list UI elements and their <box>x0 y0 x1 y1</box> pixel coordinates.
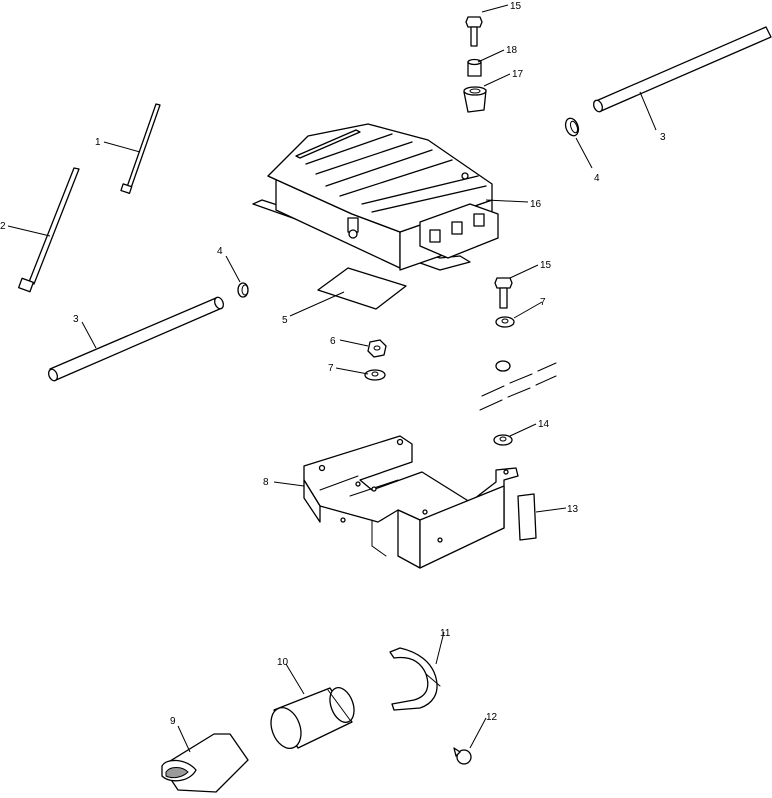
part-14-grommet <box>493 434 513 446</box>
assembly-dashes <box>479 362 557 411</box>
callout-2: 2 <box>0 221 6 232</box>
callout-11: 11 <box>440 628 451 639</box>
callout-6: 6 <box>330 336 336 347</box>
part-15-bolt-lower <box>494 277 513 309</box>
callout-4-left: 4 <box>217 246 223 257</box>
part-13-label <box>517 493 537 541</box>
grommet-mid <box>495 360 511 372</box>
part-4-clamp-right <box>564 117 580 137</box>
callout-1: 1 <box>95 137 101 148</box>
part-10-canister <box>270 687 355 749</box>
part-1-cable-tie <box>120 103 161 194</box>
part-9-sleeve <box>161 733 249 793</box>
callout-13: 13 <box>567 504 579 515</box>
leader-lines <box>7 4 657 753</box>
part-18-spacer <box>467 58 482 77</box>
callout-3-right: 3 <box>660 132 666 143</box>
part-7-washer-right <box>495 316 515 328</box>
callout-8: 8 <box>263 477 269 488</box>
callout-15-lower: 15 <box>540 260 552 271</box>
callout-5: 5 <box>282 315 288 326</box>
callout-labels: 1 2 3 3 4 4 5 6 7 7 8 9 10 11 12 13 14 1… <box>0 1 666 727</box>
part-16-control-module <box>252 123 499 271</box>
callout-14: 14 <box>538 419 550 430</box>
part-2-cable-tie <box>18 167 80 293</box>
callout-15-top: 15 <box>510 1 522 12</box>
callout-17: 17 <box>512 69 524 80</box>
part-6-nut <box>367 339 387 358</box>
part-5-pad <box>317 267 407 310</box>
part-3-hose-left <box>47 296 225 382</box>
part-7-washer-left <box>364 369 386 381</box>
callout-10: 10 <box>277 657 289 668</box>
callout-3-left: 3 <box>73 314 79 325</box>
part-17-grommet <box>463 86 487 113</box>
part-12-screw <box>453 747 472 765</box>
part-11-strap <box>389 647 441 711</box>
callout-16: 16 <box>530 199 542 210</box>
part-15-bolt-top <box>465 16 483 47</box>
callout-4-right: 4 <box>594 173 600 184</box>
callout-12: 12 <box>486 712 498 723</box>
part-4-clamp-left <box>237 282 249 298</box>
callout-7-left: 7 <box>328 363 334 374</box>
callout-9: 9 <box>170 716 176 727</box>
callout-18: 18 <box>506 45 518 56</box>
callout-7-right: 7 <box>540 297 546 308</box>
part-8-bracket <box>303 435 519 569</box>
part-3-hose-right <box>592 26 772 113</box>
